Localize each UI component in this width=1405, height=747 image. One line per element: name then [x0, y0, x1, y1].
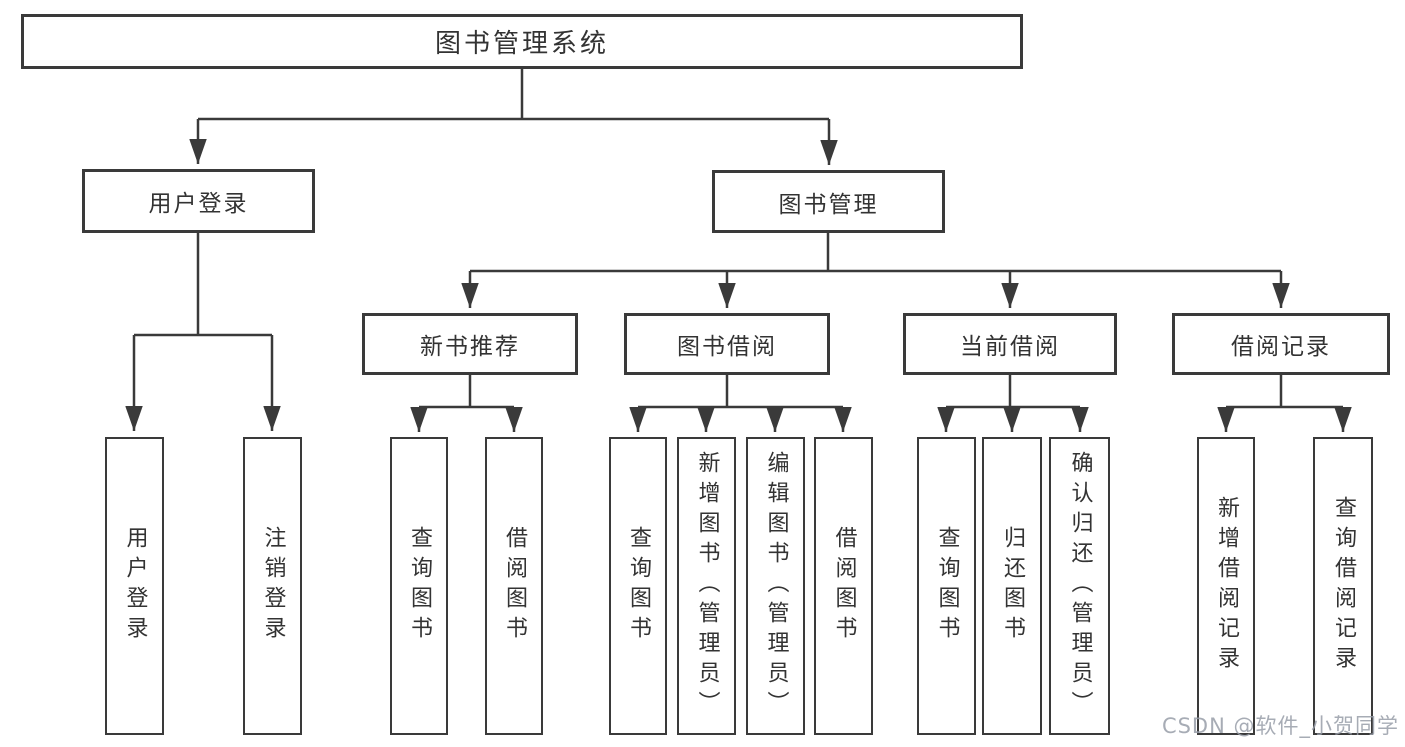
node-label: 用户登录 [148, 191, 249, 217]
node-label: 用户登录 [122, 526, 148, 646]
leaf-query-books-borrow: 查询图书 [609, 437, 667, 735]
leaf-logout: 注销登录 [243, 437, 302, 735]
node-book-management: 图书管理 [712, 170, 945, 233]
node-label: 图书管理 [778, 191, 879, 218]
node-label: 新增借阅记录 [1214, 496, 1239, 676]
leaf-query-borrow-record: 查询借阅记录 [1313, 437, 1373, 735]
node-label: 确认归还（管理员） [1067, 451, 1093, 721]
leaf-confirm-return-admin: 确认归还（管理员） [1049, 437, 1110, 735]
leaf-borrow-books: 借阅图书 [814, 437, 873, 735]
node-label: 编辑图书（管理员） [763, 451, 789, 721]
node-label: 借阅图书 [831, 526, 857, 646]
leaf-query-books-current: 查询图书 [917, 437, 976, 735]
leaf-add-books-admin: 新增图书（管理员） [677, 437, 736, 735]
node-label: 归还图书 [1000, 526, 1025, 646]
leaf-borrow-books-recommend: 借阅图书 [485, 437, 543, 735]
node-borrowing-records: 借阅记录 [1172, 313, 1390, 375]
node-label: 当前借阅 [960, 334, 1060, 360]
node-label: 图书管理系统 [434, 29, 609, 59]
node-label: 查询图书 [934, 526, 960, 646]
node-label: 查询图书 [626, 526, 651, 646]
node-label: 注销登录 [260, 526, 286, 646]
leaf-add-borrow-record: 新增借阅记录 [1197, 437, 1255, 735]
node-new-book-recommendation: 新书推荐 [362, 313, 578, 375]
node-label: 图书借阅 [677, 334, 777, 360]
node-label: 借阅记录 [1231, 334, 1331, 360]
node-book-borrowing: 图书借阅 [624, 313, 830, 375]
node-label: 新书推荐 [420, 334, 520, 360]
node-system-root: 图书管理系统 [21, 14, 1023, 69]
node-label: 查询借阅记录 [1331, 496, 1356, 676]
leaf-user-login: 用户登录 [105, 437, 164, 735]
tree-edges [125, 69, 1352, 432]
node-label: 查询图书 [407, 526, 432, 646]
leaf-edit-books-admin: 编辑图书（管理员） [746, 437, 805, 735]
csdn-watermark: CSDN @软件_小贺同学 [1161, 714, 1399, 738]
node-label: 借阅图书 [502, 526, 527, 646]
leaf-query-books-recommend: 查询图书 [390, 437, 448, 735]
node-user-login: 用户登录 [82, 169, 315, 233]
leaf-return-books: 归还图书 [982, 437, 1042, 735]
node-current-borrowing: 当前借阅 [903, 313, 1117, 375]
node-label: 新增图书（管理员） [694, 451, 720, 721]
